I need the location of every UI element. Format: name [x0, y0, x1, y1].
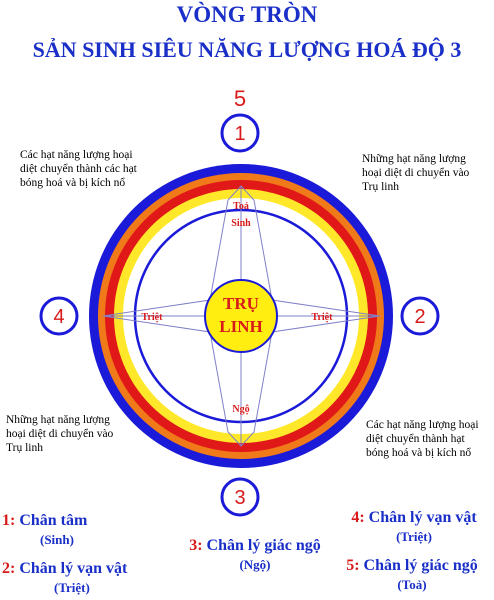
node-3-label: 3 [234, 487, 245, 509]
legend-sub: (Sinh) [40, 532, 74, 547]
axis-label-toa: Toả [233, 201, 249, 212]
note-bottom-left: Những hạt năng lượng hoại diệt di chuyển… [6, 414, 114, 454]
legend-number: 2: [2, 560, 16, 577]
legend-text: Chân lý vạn vật [19, 560, 128, 577]
node-1-circle [220, 113, 260, 153]
axis-label-ngo: Ngộ [232, 404, 249, 415]
note-bottom-right: Các hạt năng lượng hoại diệt chuyển thàn… [366, 419, 479, 459]
legend-text: Chân lý giác ngộ [206, 537, 321, 554]
legend-item-4: 4: Chân lý vạn vật (Triệt) [334, 509, 494, 545]
legend-item-5: 5: Chân lý giác ngộ (Toả) [330, 557, 494, 593]
legend-sub: (Ngộ) [239, 557, 271, 572]
legend-number: 1: [2, 512, 16, 529]
node-4-label: 4 [53, 306, 64, 328]
legend-sub: (Triệt) [396, 529, 432, 544]
axis-label-sinh: Sinh [231, 218, 251, 229]
center-label-line-1: TRỤ [223, 294, 259, 313]
node-1-label: 1 [234, 123, 245, 145]
legend-item-2: 2: Chân lý vạn vật (Triệt) [2, 560, 162, 596]
node-4-circle [39, 296, 79, 336]
node-2-circle [400, 296, 440, 336]
legend-number: 3: [189, 537, 203, 554]
legend-sub: (Toả) [397, 577, 427, 592]
top-number-5: 5 [234, 86, 246, 111]
center-label-line-2: LINH [219, 317, 262, 336]
title-line-1: VÒNG TRÒN [176, 2, 318, 27]
axis-label-triet-right: Triệt [312, 312, 334, 323]
legend-number: 4: [351, 509, 365, 526]
note-top-right: Những hạt năng lượng hoại diệt di chuyển… [362, 153, 470, 193]
note-top-left: Các hạt năng lượng hoại diệt chuyển thàn… [20, 149, 137, 189]
center-circle [204, 279, 278, 353]
title-line-2: SẢN SINH SIÊU NĂNG LƯỢNG HOÁ ĐỘ 3 [32, 37, 462, 62]
legend-text: Chân lý giác ngộ [363, 557, 478, 574]
legend-item-1: 1: Chân tâm (Sinh) [2, 512, 130, 548]
legend-text: Chân lý vạn vật [368, 509, 477, 526]
legend-number: 5: [346, 557, 360, 574]
legend-sub: (Triệt) [54, 580, 90, 595]
axis-label-triet-left: Triệt [142, 312, 164, 323]
legend-item-3: 3: Chân lý giác ngộ (Ngộ) [155, 537, 355, 573]
legend-text: Chân tâm [19, 512, 88, 529]
node-3-circle [220, 477, 260, 517]
node-2-label: 2 [414, 306, 425, 328]
